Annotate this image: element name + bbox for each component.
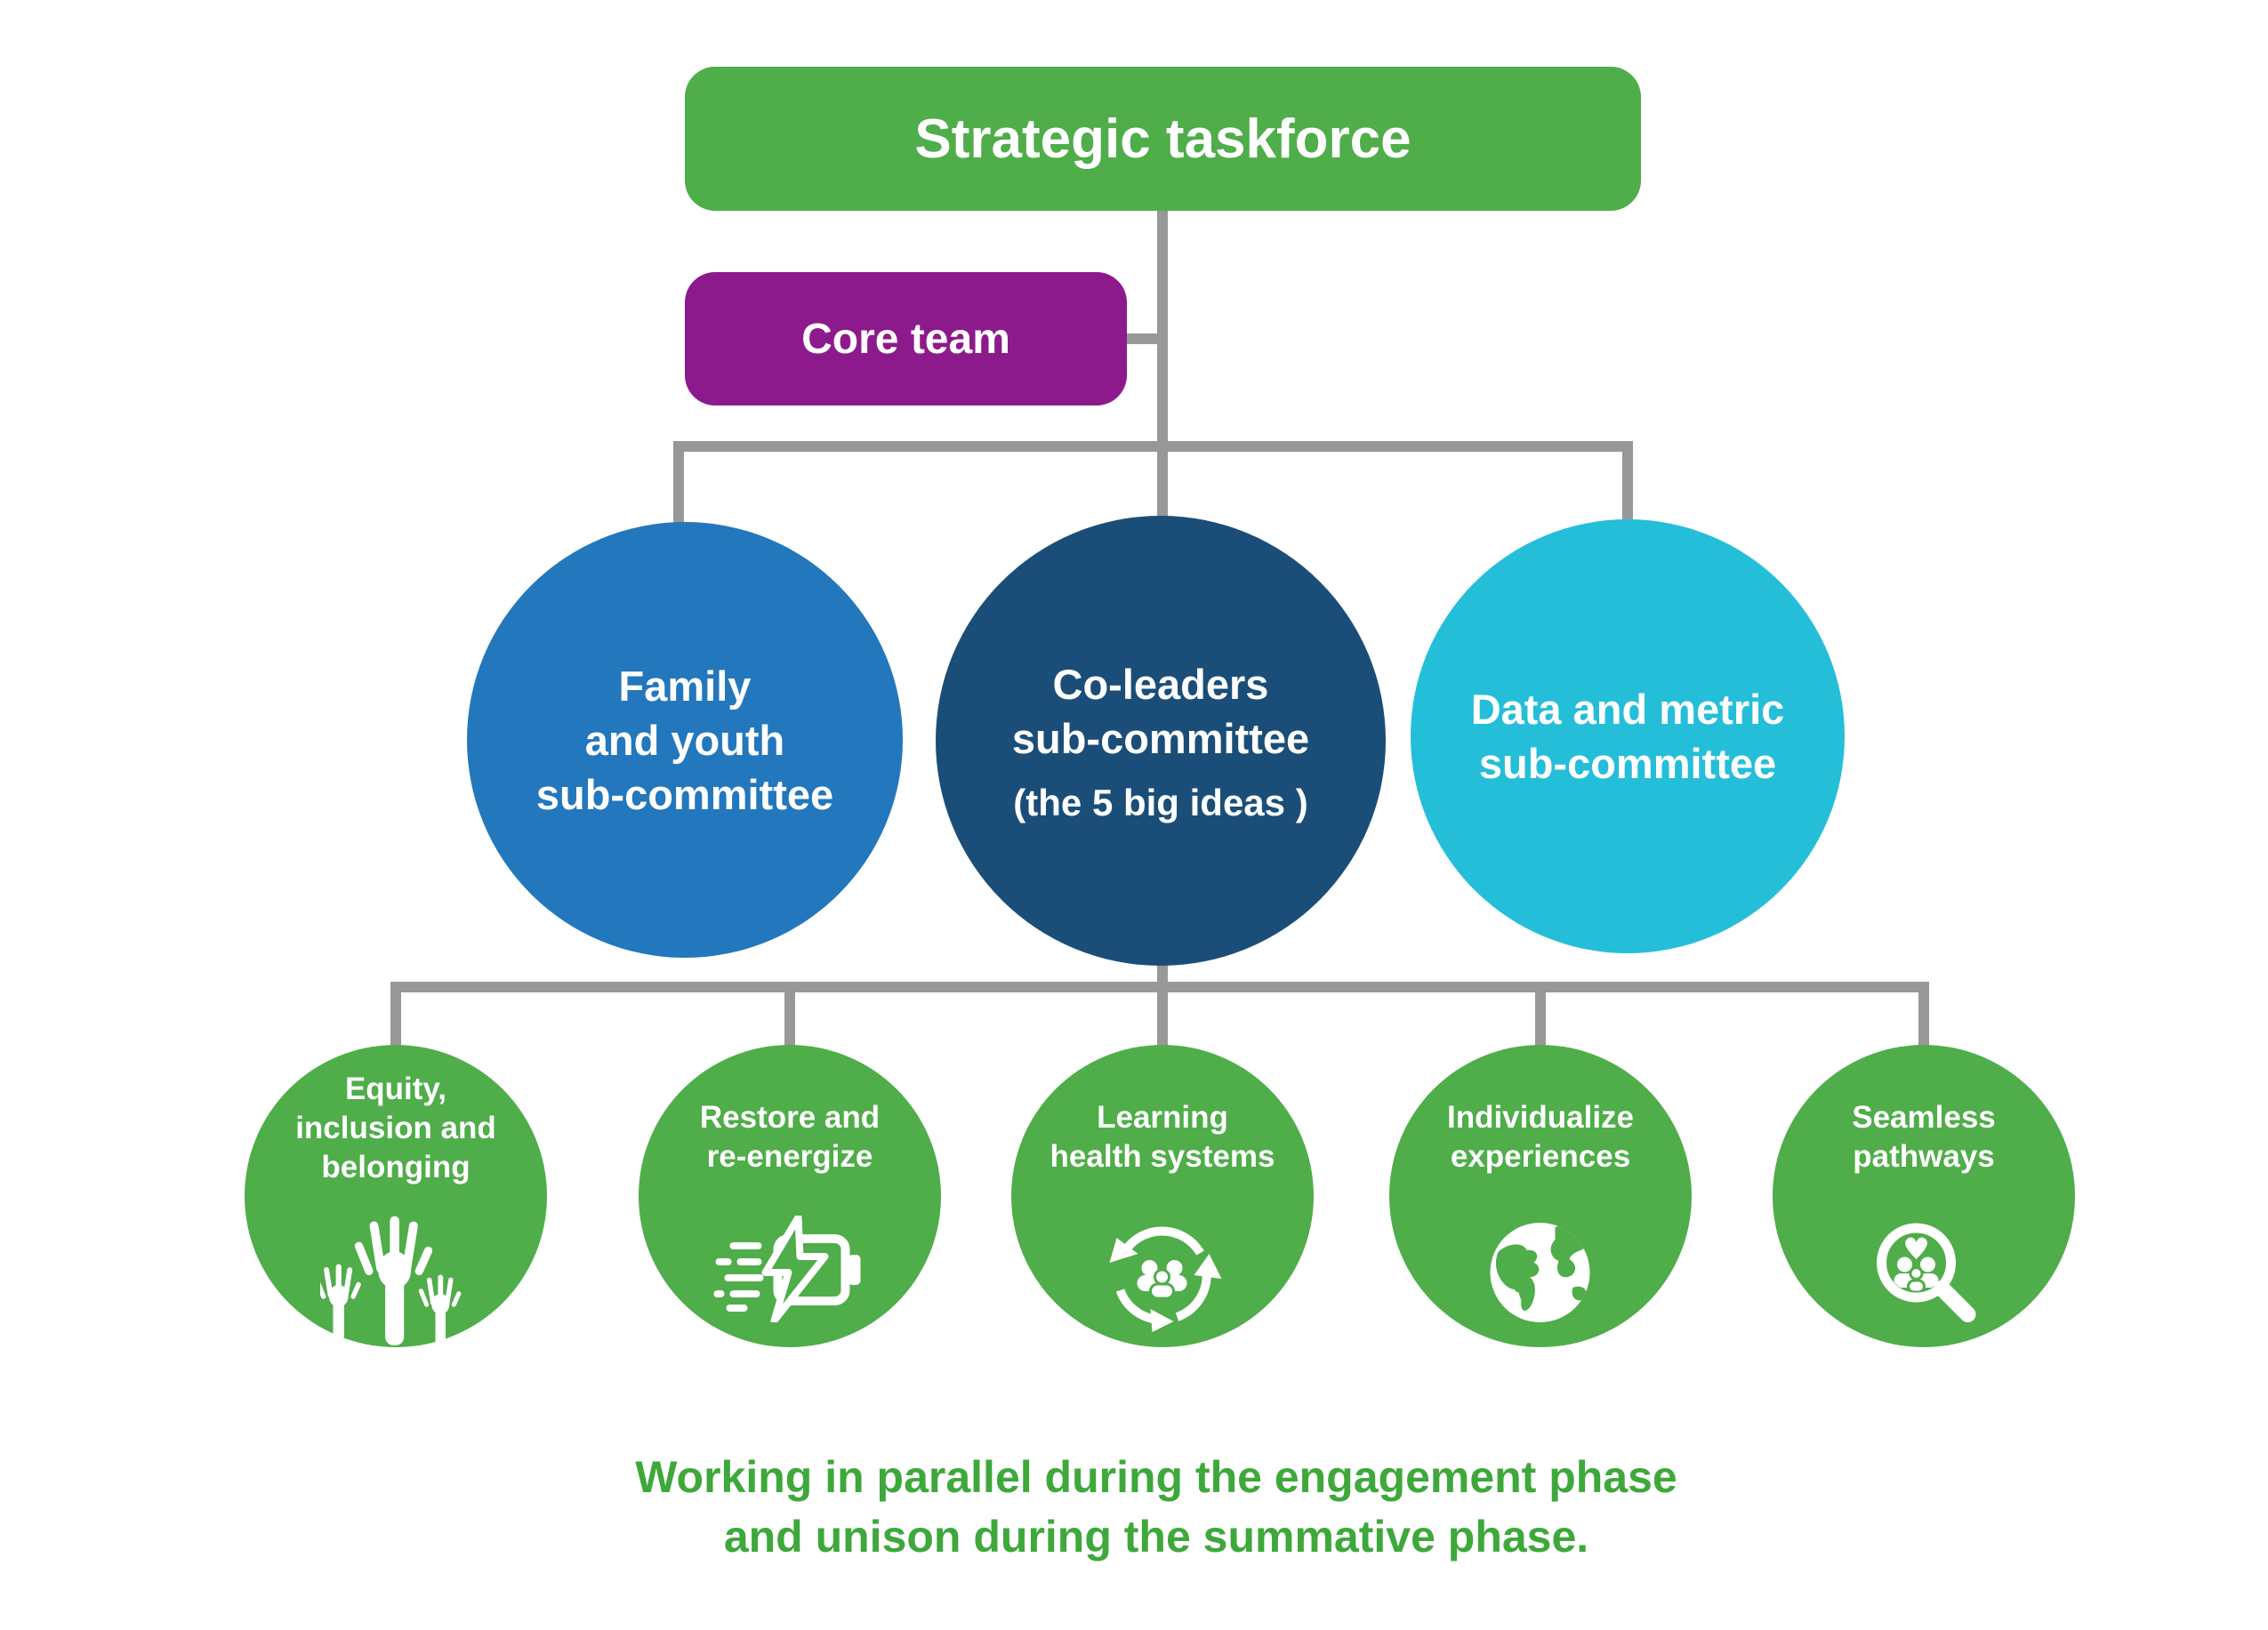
connector-drop-seamless <box>1918 987 1929 1051</box>
node-family-youth-subcommittee: Family and youth sub-committee <box>467 522 903 958</box>
individualize-label: Individualize experiences <box>1389 1098 1692 1176</box>
caption: Working in parallel during the engagemen… <box>44 1448 2268 1567</box>
family-label-line: and youth <box>584 716 785 764</box>
connector-core-horizontal <box>1121 333 1162 344</box>
raised-hands-icon <box>320 1216 462 1345</box>
seamless-label-line: Seamless <box>1852 1100 1996 1135</box>
node-equity-inclusion-belonging: Equity, inclusion and belonging <box>245 1045 547 1347</box>
equity-label: Equity, inclusion and belonging <box>245 1070 547 1187</box>
connector-drop-family <box>673 441 684 526</box>
core-team-label: Core team <box>801 315 1010 363</box>
node-learning-health-systems: Learning health systems <box>1011 1045 1314 1347</box>
battery-recharge-icon <box>713 1216 861 1322</box>
node-seamless-pathways: Seamless pathways <box>1773 1045 2075 1347</box>
equity-label-line: belonging <box>321 1150 470 1184</box>
connector-drop-data <box>1622 441 1633 526</box>
coleaders-label-line: Co-leaders <box>1052 661 1269 708</box>
globe-icon <box>1490 1223 1590 1322</box>
learning-label-line: Learning <box>1097 1100 1228 1135</box>
node-coleaders-subcommittee: Co-leaders sub-committee (the 5 big idea… <box>936 516 1386 966</box>
individualize-label-line: experiences <box>1450 1139 1631 1174</box>
node-core-team: Core team <box>685 272 1127 405</box>
equity-label-line: Equity, <box>344 1072 447 1106</box>
seamless-label-line: pathways <box>1853 1139 1995 1174</box>
connector-drop-learning <box>1157 987 1168 1051</box>
seamless-label: Seamless pathways <box>1773 1098 2075 1176</box>
strategic-taskforce-label: Strategic taskforce <box>914 108 1411 170</box>
node-strategic-taskforce: Strategic taskforce <box>685 67 1641 211</box>
data-label-line: sub-committee <box>1478 740 1777 787</box>
learning-label: Learning health systems <box>1011 1098 1314 1176</box>
coleaders-sublabel: (the 5 big ideas ) <box>1013 782 1308 823</box>
equity-label-line: inclusion and <box>295 1111 496 1145</box>
connector-tier2-horizontal <box>673 441 1633 452</box>
individualize-label-line: Individualize <box>1446 1100 1635 1135</box>
restore-label: Restore and re-energize <box>639 1098 941 1176</box>
connector-drop-equity <box>390 987 401 1051</box>
node-restore-reenergize: Restore and re-energize <box>639 1045 941 1347</box>
family-label-line: Family <box>618 662 752 710</box>
family-label-line: sub-committee <box>535 770 834 818</box>
data-label-line: Data and metric <box>1470 686 1785 733</box>
restore-label-line: Restore and <box>699 1100 881 1135</box>
caption-line: Working in parallel during the engagemen… <box>635 1452 1677 1502</box>
connector-drop-restore <box>784 987 795 1051</box>
people-learning-cycle-icon <box>1109 1226 1222 1332</box>
coleaders-label-line: sub-committee <box>1011 715 1310 762</box>
caption-line: and unison during the summative phase. <box>723 1512 1589 1562</box>
restore-label-line: re-energize <box>706 1139 873 1174</box>
learning-label-line: health systems <box>1050 1139 1275 1174</box>
connector-drop-individualize <box>1535 987 1546 1051</box>
magnifier-people-icon <box>1877 1223 1976 1322</box>
node-individualize-experiences: Individualize experiences <box>1389 1045 1692 1347</box>
node-data-metric-subcommittee: Data and metric sub-committee <box>1411 519 1845 953</box>
